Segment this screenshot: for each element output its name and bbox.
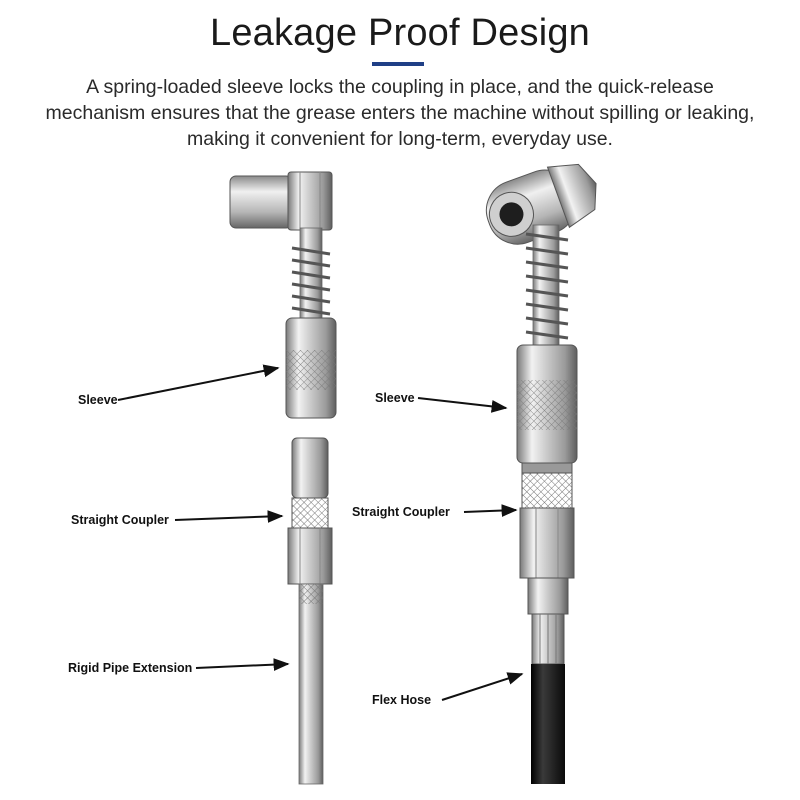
callout-left-straight-coupler: Straight Coupler [71,513,169,527]
callout-right-sleeve: Sleeve [375,391,415,405]
right-spring [525,232,569,340]
description-text: A spring-loaded sleeve locks the couplin… [45,76,755,150]
left-assembly [229,171,337,785]
right-straight-coupler [521,472,573,509]
left-straight-coupler [291,437,329,499]
callout-flex-hose: Flex Hose [372,693,432,707]
callout-left-sleeve: Sleeve [78,393,118,407]
callout-right-straight-coupler: Straight Coupler [352,505,450,519]
left-rigid-pipe [298,583,324,785]
page-title: Leakage Proof Design [209,12,591,54]
title-underline [372,62,424,66]
callout-rigid-pipe-extension: Rigid Pipe Extension [68,661,193,675]
left-coupler-head [229,175,293,229]
right-assembly [485,163,597,784]
left-spring [291,246,331,316]
right-flex-hose [531,664,565,784]
callout-arrows [117,364,524,701]
